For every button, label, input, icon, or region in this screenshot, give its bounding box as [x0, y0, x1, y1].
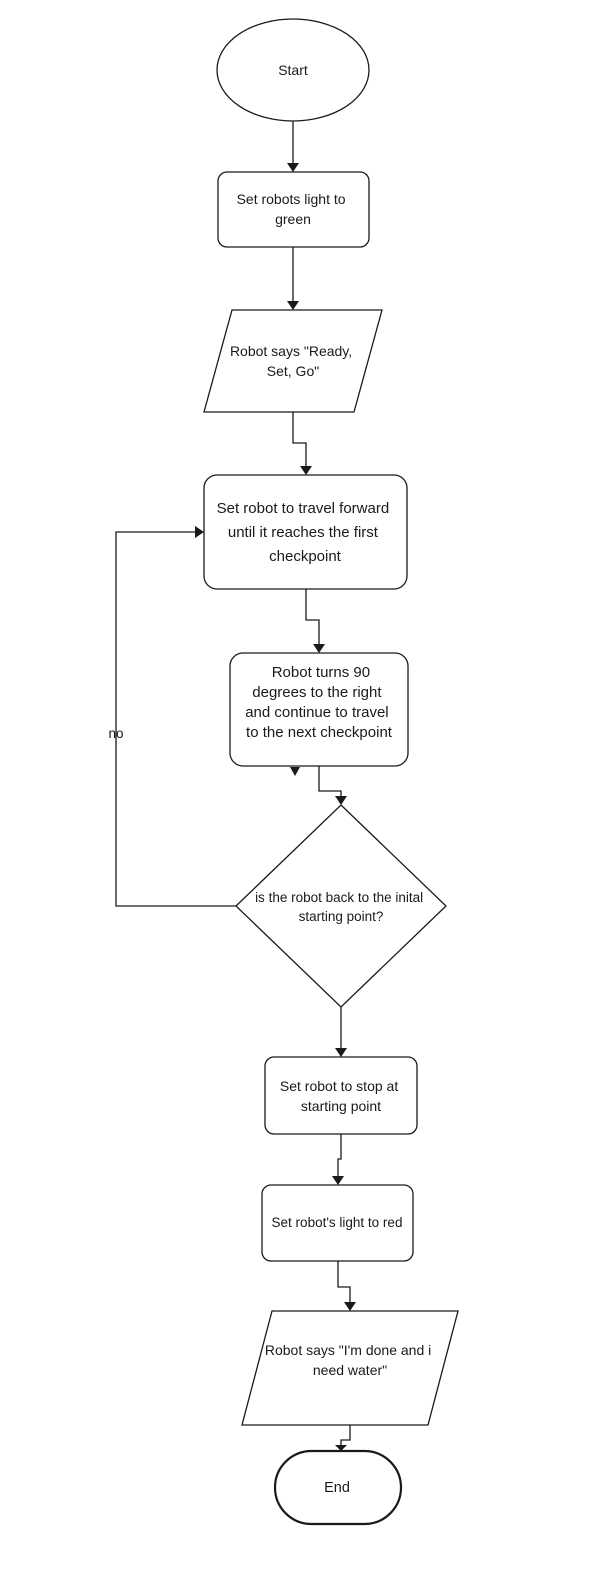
edge-decision-to-travel-forward-no: [115, 526, 236, 907]
set-light-red-label: Set robot's light to red: [272, 1215, 403, 1230]
node-say-done: Robot says "I'm done and i need water": [241, 1310, 459, 1426]
node-stop-start: Set robot to stop at starting point: [264, 1056, 418, 1135]
set-light-red-box: [261, 1184, 414, 1262]
say-done-parallelogram: [241, 1310, 459, 1426]
edge-decision-to-stop-start: [335, 1007, 347, 1057]
edge-set-light-red-to-say-done: [337, 1261, 356, 1311]
node-say-ready: Robot says "Ready, Set, Go": [203, 309, 383, 413]
decision-diamond: [235, 804, 447, 1008]
turn-right-line-1: Robot turns 90: [272, 664, 370, 681]
set-light-green-line-1: Set robots light to: [237, 191, 346, 207]
edge-say-ready-to-travel-forward: [292, 412, 312, 475]
node-set-light-red: Set robot's light to red: [261, 1184, 414, 1262]
say-ready-line-2: Set, Go": [267, 363, 319, 379]
travel-forward-line-2: until it reaches the first: [228, 524, 379, 541]
end-terminator: [273, 1449, 403, 1526]
edge-say-done-to-end: [335, 1425, 351, 1451]
start-label-line-1: Start: [278, 62, 308, 78]
decision-line-2: starting point?: [299, 909, 384, 924]
say-done-line-2: need water": [313, 1362, 387, 1378]
edge-travel-forward-to-turn-right: [305, 589, 325, 653]
turn-right-line-2: degrees to the right: [252, 684, 382, 701]
start-ellipse: [216, 18, 370, 122]
turn-right-box: [229, 652, 409, 767]
node-start: Start: [216, 18, 370, 122]
travel-forward-line-1: Set robot to travel forward: [217, 500, 390, 517]
stop-start-line-2: starting point: [301, 1098, 381, 1114]
node-travel-forward: Set robot to travel forward until it rea…: [203, 474, 408, 590]
start-label: Start: [278, 62, 308, 78]
end-label: End: [324, 1480, 350, 1496]
node-decision-back: is the robot back to the inital starting…: [235, 804, 447, 1008]
stop-start-box: [264, 1056, 418, 1135]
travel-forward-label: Set robot to travel forward until it rea…: [217, 500, 394, 565]
say-ready-label: Robot says "Ready, Set, Go": [230, 343, 356, 379]
travel-forward-line-3: checkpoint: [269, 548, 342, 565]
turn-right-label: Robot turns 90 degrees to the right and …: [245, 664, 393, 741]
set-light-red-line-1: Set robot's light to red: [272, 1215, 403, 1230]
say-done-line-1: Robot says "I'm done and i: [265, 1342, 431, 1358]
edge-stop-start-to-set-light-red: [332, 1134, 344, 1185]
decision-line-1: is the robot back to the inital: [255, 890, 423, 905]
stop-start-label: Set robot to stop at starting point: [280, 1078, 402, 1114]
edge-turn-right-to-decision: [318, 766, 347, 805]
edge-set-light-green-to-say-ready: [287, 247, 299, 310]
node-end: End: [273, 1449, 403, 1526]
set-light-green-line-2: green: [275, 211, 311, 227]
edge-start-to-set-light-green: [287, 121, 299, 172]
say-ready-parallelogram: [203, 309, 383, 413]
set-light-green-box: [217, 171, 370, 248]
end-label-line-1: End: [324, 1480, 350, 1496]
stop-start-line-1: Set robot to stop at: [280, 1078, 398, 1094]
decision-label: is the robot back to the inital starting…: [255, 890, 427, 924]
edges: [115, 121, 356, 1451]
edge-label-no: no: [108, 726, 123, 741]
say-ready-line-1: Robot says "Ready,: [230, 343, 352, 359]
say-done-label: Robot says "I'm done and i need water": [265, 1342, 435, 1378]
node-turn-right: Robot turns 90 degrees to the right and …: [229, 652, 409, 767]
set-light-green-label: Set robots light to green: [237, 191, 350, 227]
node-set-light-green: Set robots light to green: [217, 171, 370, 248]
travel-forward-box: [203, 474, 408, 590]
stray-arrowhead-mark: [290, 767, 300, 776]
turn-right-line-4: to the next checkpoint: [246, 724, 393, 741]
turn-right-line-3: and continue to travel: [245, 704, 388, 721]
